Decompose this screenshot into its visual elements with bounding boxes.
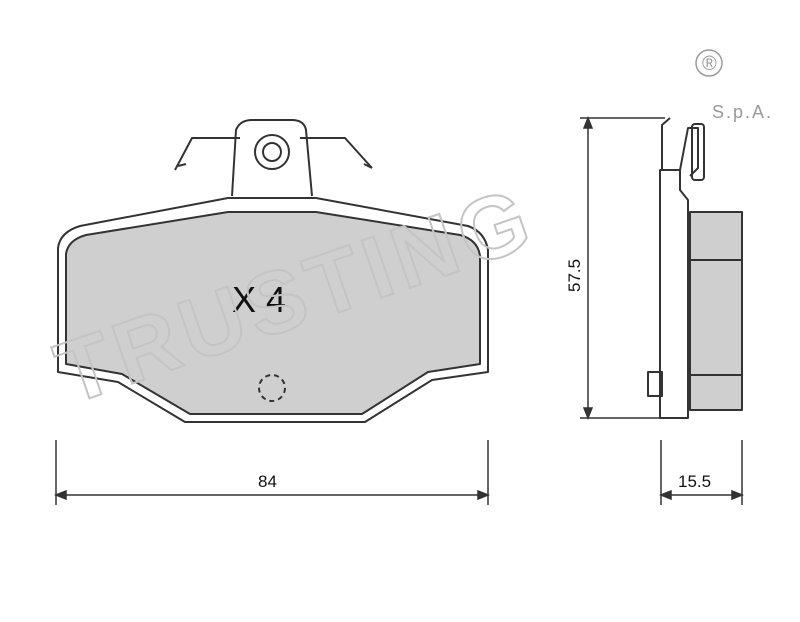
thickness-dimension-label: 15.5 (678, 472, 711, 491)
watermark-company-suffix: S.p.A. (712, 102, 773, 122)
backing-plate (57, 197, 489, 423)
registered-mark-circle (695, 49, 723, 77)
width-dimension-label: 84 (258, 472, 277, 491)
spring-clip (174, 137, 373, 171)
front-view (57, 119, 489, 423)
registered-mark: ® (702, 53, 717, 75)
height-dimension-label: 57.5 (565, 259, 584, 292)
width-dimension (53, 440, 491, 505)
quantity-label: X 4 (232, 279, 286, 320)
friction-pad (65, 211, 481, 415)
wear-indicator (258, 374, 286, 402)
clip-tab (231, 119, 313, 197)
side-friction-pad (689, 211, 743, 411)
side-clip (661, 117, 699, 177)
side-tab (647, 371, 663, 397)
height-dimension (580, 115, 665, 421)
clip-hole-inner (262, 142, 282, 162)
side-view (647, 117, 743, 419)
clip-hole (254, 134, 290, 170)
thickness-dimension (658, 440, 745, 505)
side-backing-plate (659, 169, 689, 419)
